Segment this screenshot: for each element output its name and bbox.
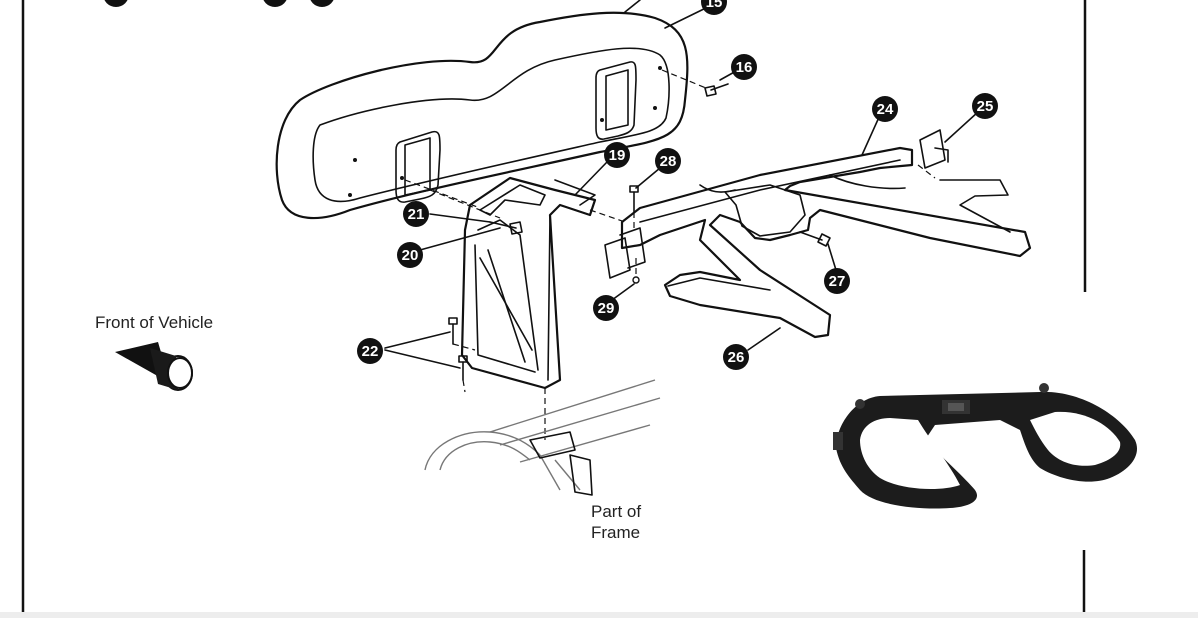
seat-back-cushion (275, 0, 689, 220)
callout-27: 27 (824, 268, 850, 294)
callout-24: 24 (872, 96, 898, 122)
clip-bracket-25 (919, 129, 949, 169)
svg-text:19: 19 (609, 147, 626, 164)
callout-28: 28 (655, 148, 681, 174)
bolt-22-lower (458, 355, 468, 381)
bag-holder-frame (620, 146, 1032, 339)
callout-25: 25 (972, 93, 998, 119)
bolt-16 (704, 83, 729, 97)
svg-text:20: 20 (402, 247, 419, 264)
partial-callout-c (310, 0, 334, 7)
svg-text:16: 16 (736, 59, 753, 76)
partial-callout-b (263, 0, 287, 7)
partial-callout-a (104, 0, 128, 7)
svg-text:29: 29 (598, 300, 615, 317)
svg-text:27: 27 (829, 273, 846, 290)
callout-26: 26 (723, 344, 749, 370)
svg-text:28: 28 (660, 153, 677, 170)
callout-16: 16 (731, 54, 757, 80)
front-of-vehicle-arrow-icon (115, 342, 193, 391)
part-of-frame-label-line2: Frame (591, 523, 640, 542)
vehicle-frame-part (424, 379, 661, 496)
callout-20: 20 (397, 242, 423, 268)
nut-29 (632, 276, 640, 284)
callout-15: 15 (701, 0, 727, 15)
bottom-strip (0, 612, 1198, 618)
seat-back-support-bracket (460, 176, 597, 390)
assembly-lines (404, 69, 936, 440)
bolt-22-upper (448, 317, 458, 345)
bolt-27 (799, 231, 831, 247)
front-of-vehicle-label: Front of Vehicle (95, 313, 213, 332)
svg-text:21: 21 (408, 206, 425, 223)
mount-bracket-29 (604, 227, 646, 279)
svg-text:15: 15 (706, 0, 723, 11)
svg-text:26: 26 (728, 349, 745, 366)
bolt-21 (489, 221, 523, 235)
part-of-frame-label-line1: Part of (591, 502, 641, 521)
leader-lines (384, 4, 979, 369)
bolt-28 (629, 185, 639, 213)
callout-19: 19 (604, 142, 630, 168)
callout-21: 21 (403, 201, 429, 227)
svg-text:22: 22 (362, 343, 379, 360)
bag-holder-strap-photo (833, 383, 1138, 509)
svg-text:25: 25 (977, 98, 994, 115)
callout-29: 29 (593, 295, 619, 321)
svg-text:24: 24 (877, 101, 894, 118)
callout-22: 22 (357, 338, 383, 364)
